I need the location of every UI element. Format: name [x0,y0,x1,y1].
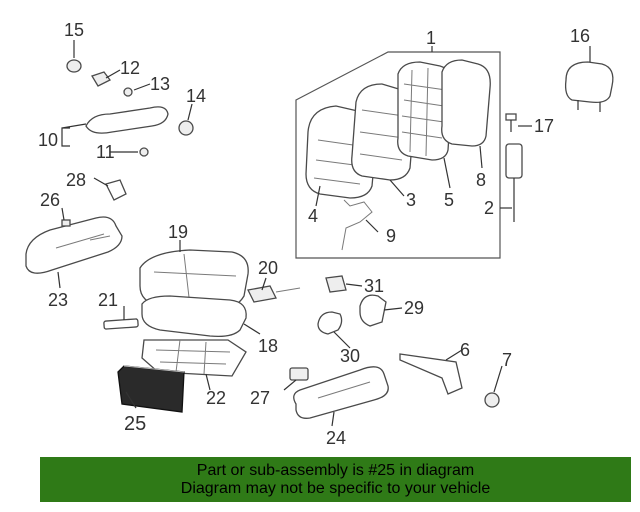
clip-part-31 [325,275,347,293]
knob-part-15 [66,59,82,73]
label-18: 18 [258,336,278,356]
screw-part-12 [91,71,111,87]
info-banner: Part or sub-assembly is #25 in diagram D… [40,457,631,502]
label-21: 21 [98,290,118,310]
side-shield-part-23 [25,216,123,274]
banner-line-1: Part or sub-assembly is #25 in diagram [196,462,475,479]
banner-line-2: Diagram may not be specific to your vehi… [180,480,491,497]
pin-part [505,113,517,132]
label-14: 14 [186,86,206,106]
cover-part-28 [105,179,127,201]
label-6: 6 [460,340,470,360]
label-29: 29 [404,298,424,318]
seat-back-wire-part [341,199,373,251]
label-7: 7 [502,350,512,370]
adjuster-part-6 [399,353,463,395]
clip-part-26 [61,219,71,227]
clip-part-13 [123,87,133,97]
seat-frame-part-22 [141,339,247,377]
headrest-support-part [505,143,523,222]
label-27: 27 [250,388,270,408]
label-31: 31 [364,276,384,296]
highlighted-part-25 [117,365,185,413]
knob-part-14 [178,120,194,136]
callout-labels: 1 2 3 4 5 6 7 8 9 10 11 12 13 14 15 16 1… [38,20,590,448]
seat-cushion-pad-part-18 [141,295,247,338]
label-2: 2 [484,198,494,218]
label-12: 12 [120,58,140,78]
label-9: 9 [386,226,396,246]
label-5: 5 [444,190,454,210]
label-1: 1 [426,28,436,48]
trim-part-21 [103,318,139,330]
cover-part-29 [359,294,387,327]
knob-part-7 [484,392,500,408]
label-4: 4 [308,206,318,226]
cover-part-30 [317,311,343,335]
label-26: 26 [40,190,60,210]
label-25: 25 [124,413,146,435]
label-16: 16 [570,26,590,46]
handle-part-10 [85,106,169,134]
seat-back-frame-part [397,61,453,161]
label-20: 20 [258,258,278,278]
label-22: 22 [206,388,226,408]
label-28: 28 [66,170,86,190]
label-23: 23 [48,290,68,310]
label-30: 30 [340,346,360,366]
label-11: 11 [96,142,115,162]
seat-parts-diagram: 1 2 3 4 5 6 7 8 9 10 11 12 13 14 15 16 1… [25,20,614,448]
switch-part-27 [289,367,309,381]
headrest-part [564,61,614,112]
label-3: 3 [406,190,416,210]
seat-back-callout-box [295,51,501,259]
side-shield-part-24 [293,366,389,419]
label-8: 8 [476,170,486,190]
label-17: 17 [534,116,554,136]
label-10: 10 [38,130,58,150]
clip-part-11 [139,147,149,157]
label-13: 13 [150,74,170,94]
seat-back-board-part [441,59,491,147]
label-15: 15 [64,20,84,40]
label-24: 24 [326,428,346,448]
leader-lines [57,40,591,427]
label-19: 19 [168,222,188,242]
